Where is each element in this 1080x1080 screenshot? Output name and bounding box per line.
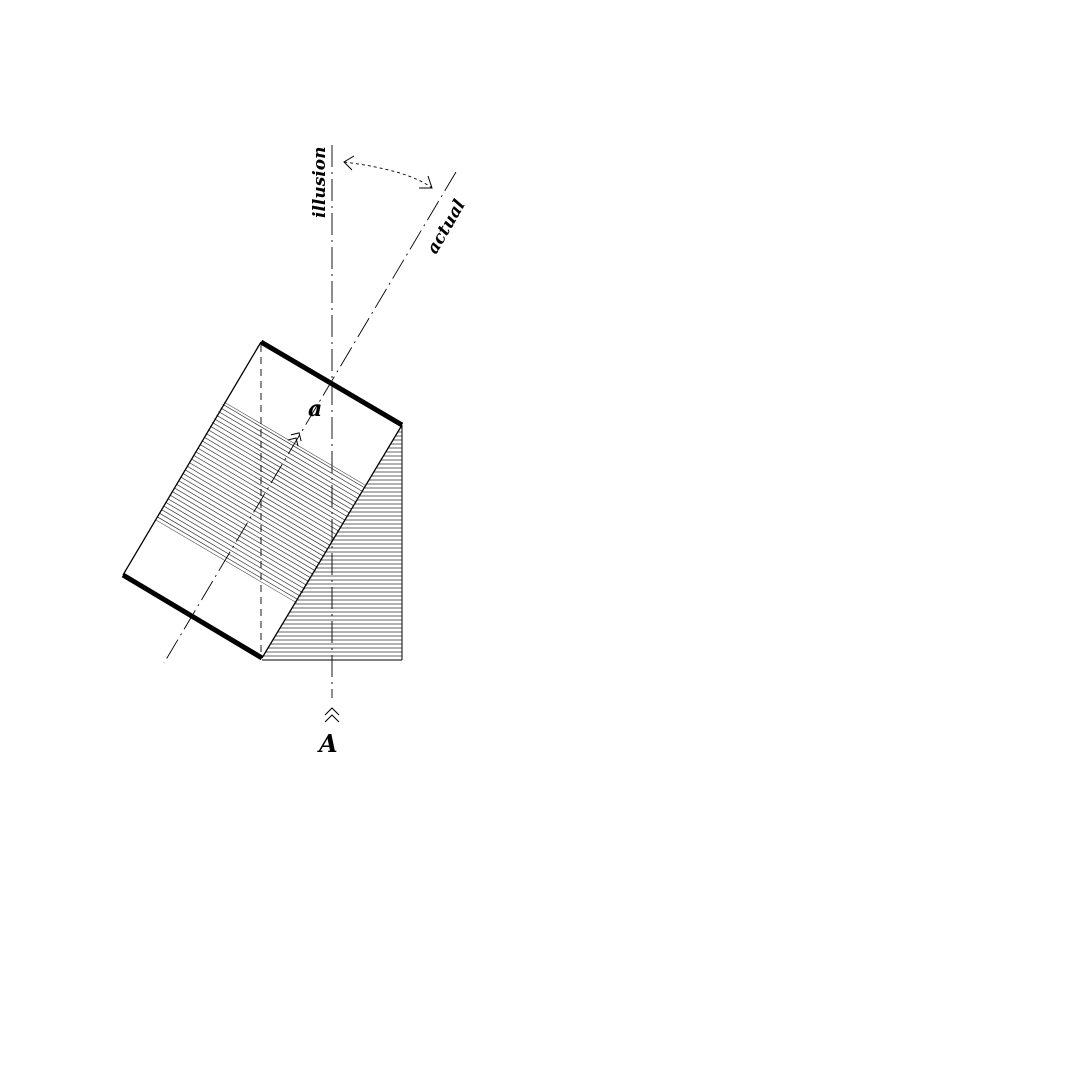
illusion-label: illusion xyxy=(310,147,330,218)
band-hatch-line xyxy=(156,461,365,603)
band-hatch-line xyxy=(156,402,365,544)
rotation-arrowhead-right xyxy=(419,175,433,189)
point-A-label: A xyxy=(317,729,338,758)
band-hatch-line xyxy=(156,465,365,603)
band-hatch-line xyxy=(156,447,365,603)
band-hatch-line xyxy=(156,454,365,603)
rotation-arc-dotted xyxy=(343,161,433,189)
actual-axis xyxy=(163,171,457,664)
band-hatch-line xyxy=(156,411,365,595)
band-hatch-line xyxy=(156,402,365,541)
block-thick-edge-bottom xyxy=(121,572,264,661)
band-hatch-line xyxy=(156,479,365,603)
band-hatch-line xyxy=(156,402,365,577)
band-hatch-line xyxy=(156,403,365,588)
rotation-arrowhead-left xyxy=(343,155,355,171)
band-hatch-line xyxy=(156,402,365,548)
hatch-band-bottom-edge xyxy=(155,519,298,604)
band-hatch-line xyxy=(156,425,365,603)
view-arrow-A-icon xyxy=(324,707,340,723)
block-thick-edge-top xyxy=(259,339,404,428)
band-hatch-line xyxy=(156,421,365,603)
front-face-hatch-band xyxy=(156,402,365,603)
band-hatch-line xyxy=(156,402,365,562)
band-hatch-line xyxy=(156,402,365,551)
band-hatch-line xyxy=(156,402,365,555)
block-thin-edge-right xyxy=(261,424,403,659)
band-hatch-line xyxy=(156,402,365,526)
band-hatch-line xyxy=(156,402,365,573)
band-hatch-line xyxy=(156,402,365,537)
point-a-label: a xyxy=(308,396,322,422)
band-hatch-line xyxy=(156,450,365,603)
band-hatch-line xyxy=(156,458,365,603)
band-hatch-line xyxy=(156,402,365,559)
band-hatch-line xyxy=(156,418,365,602)
band-hatch-line xyxy=(156,402,365,566)
band-hatch-line xyxy=(156,414,365,598)
block-thin-edge-left xyxy=(122,341,262,576)
view-arrow-a-icon xyxy=(287,432,302,447)
band-hatch-line xyxy=(156,407,365,591)
band-hatch-line xyxy=(156,443,365,603)
actual-label: actual xyxy=(423,196,470,258)
